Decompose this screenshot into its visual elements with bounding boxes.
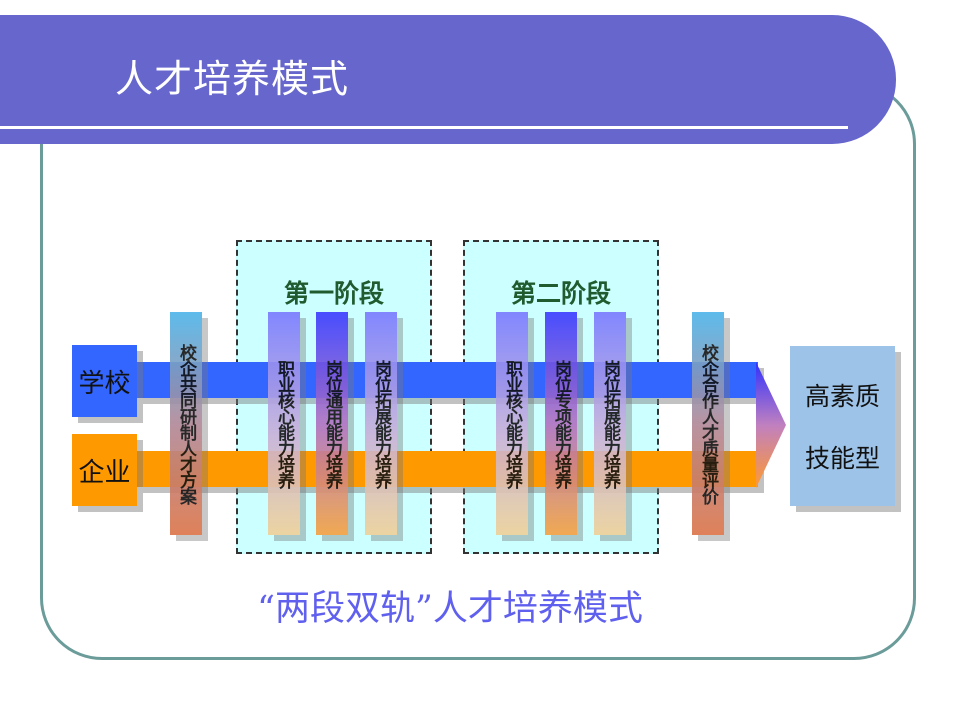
start-step-pillar: 校企共同研制人才方案	[170, 312, 202, 535]
title-bar	[0, 15, 896, 144]
stage-2-title: 第二阶段	[510, 279, 611, 308]
result-line-2: 技能型	[804, 444, 880, 473]
stage-1-title: 第一阶段	[283, 279, 384, 308]
stage-2-pillar: 岗位拓展能力培养	[594, 312, 626, 535]
stage-1-pillar: 职业核心能力培养	[268, 312, 300, 535]
stage-2-pillar: 岗位专项能力培养	[545, 312, 577, 535]
end-step-pillar: 校企合作人才质量评价	[692, 312, 724, 535]
school-track	[137, 362, 758, 398]
enterprise-label: 企业	[72, 434, 137, 506]
stage-1-pillar: 岗位拓展能力培养	[365, 312, 397, 535]
diagram-caption: “两段双轨”人才培养模式	[257, 589, 643, 629]
stage-1-pillar: 岗位通用能力培养	[316, 312, 348, 535]
result-box: 高素质 技能型	[790, 346, 895, 506]
school-label: 学校	[72, 345, 137, 417]
enterprise-track	[137, 451, 758, 487]
merge-arrow-icon	[756, 362, 786, 488]
title-divider	[0, 126, 848, 129]
result-line-1: 高素质	[804, 382, 880, 411]
slide-title: 人才培养模式	[115, 57, 350, 101]
stage-2-pillar: 职业核心能力培养	[496, 312, 528, 535]
